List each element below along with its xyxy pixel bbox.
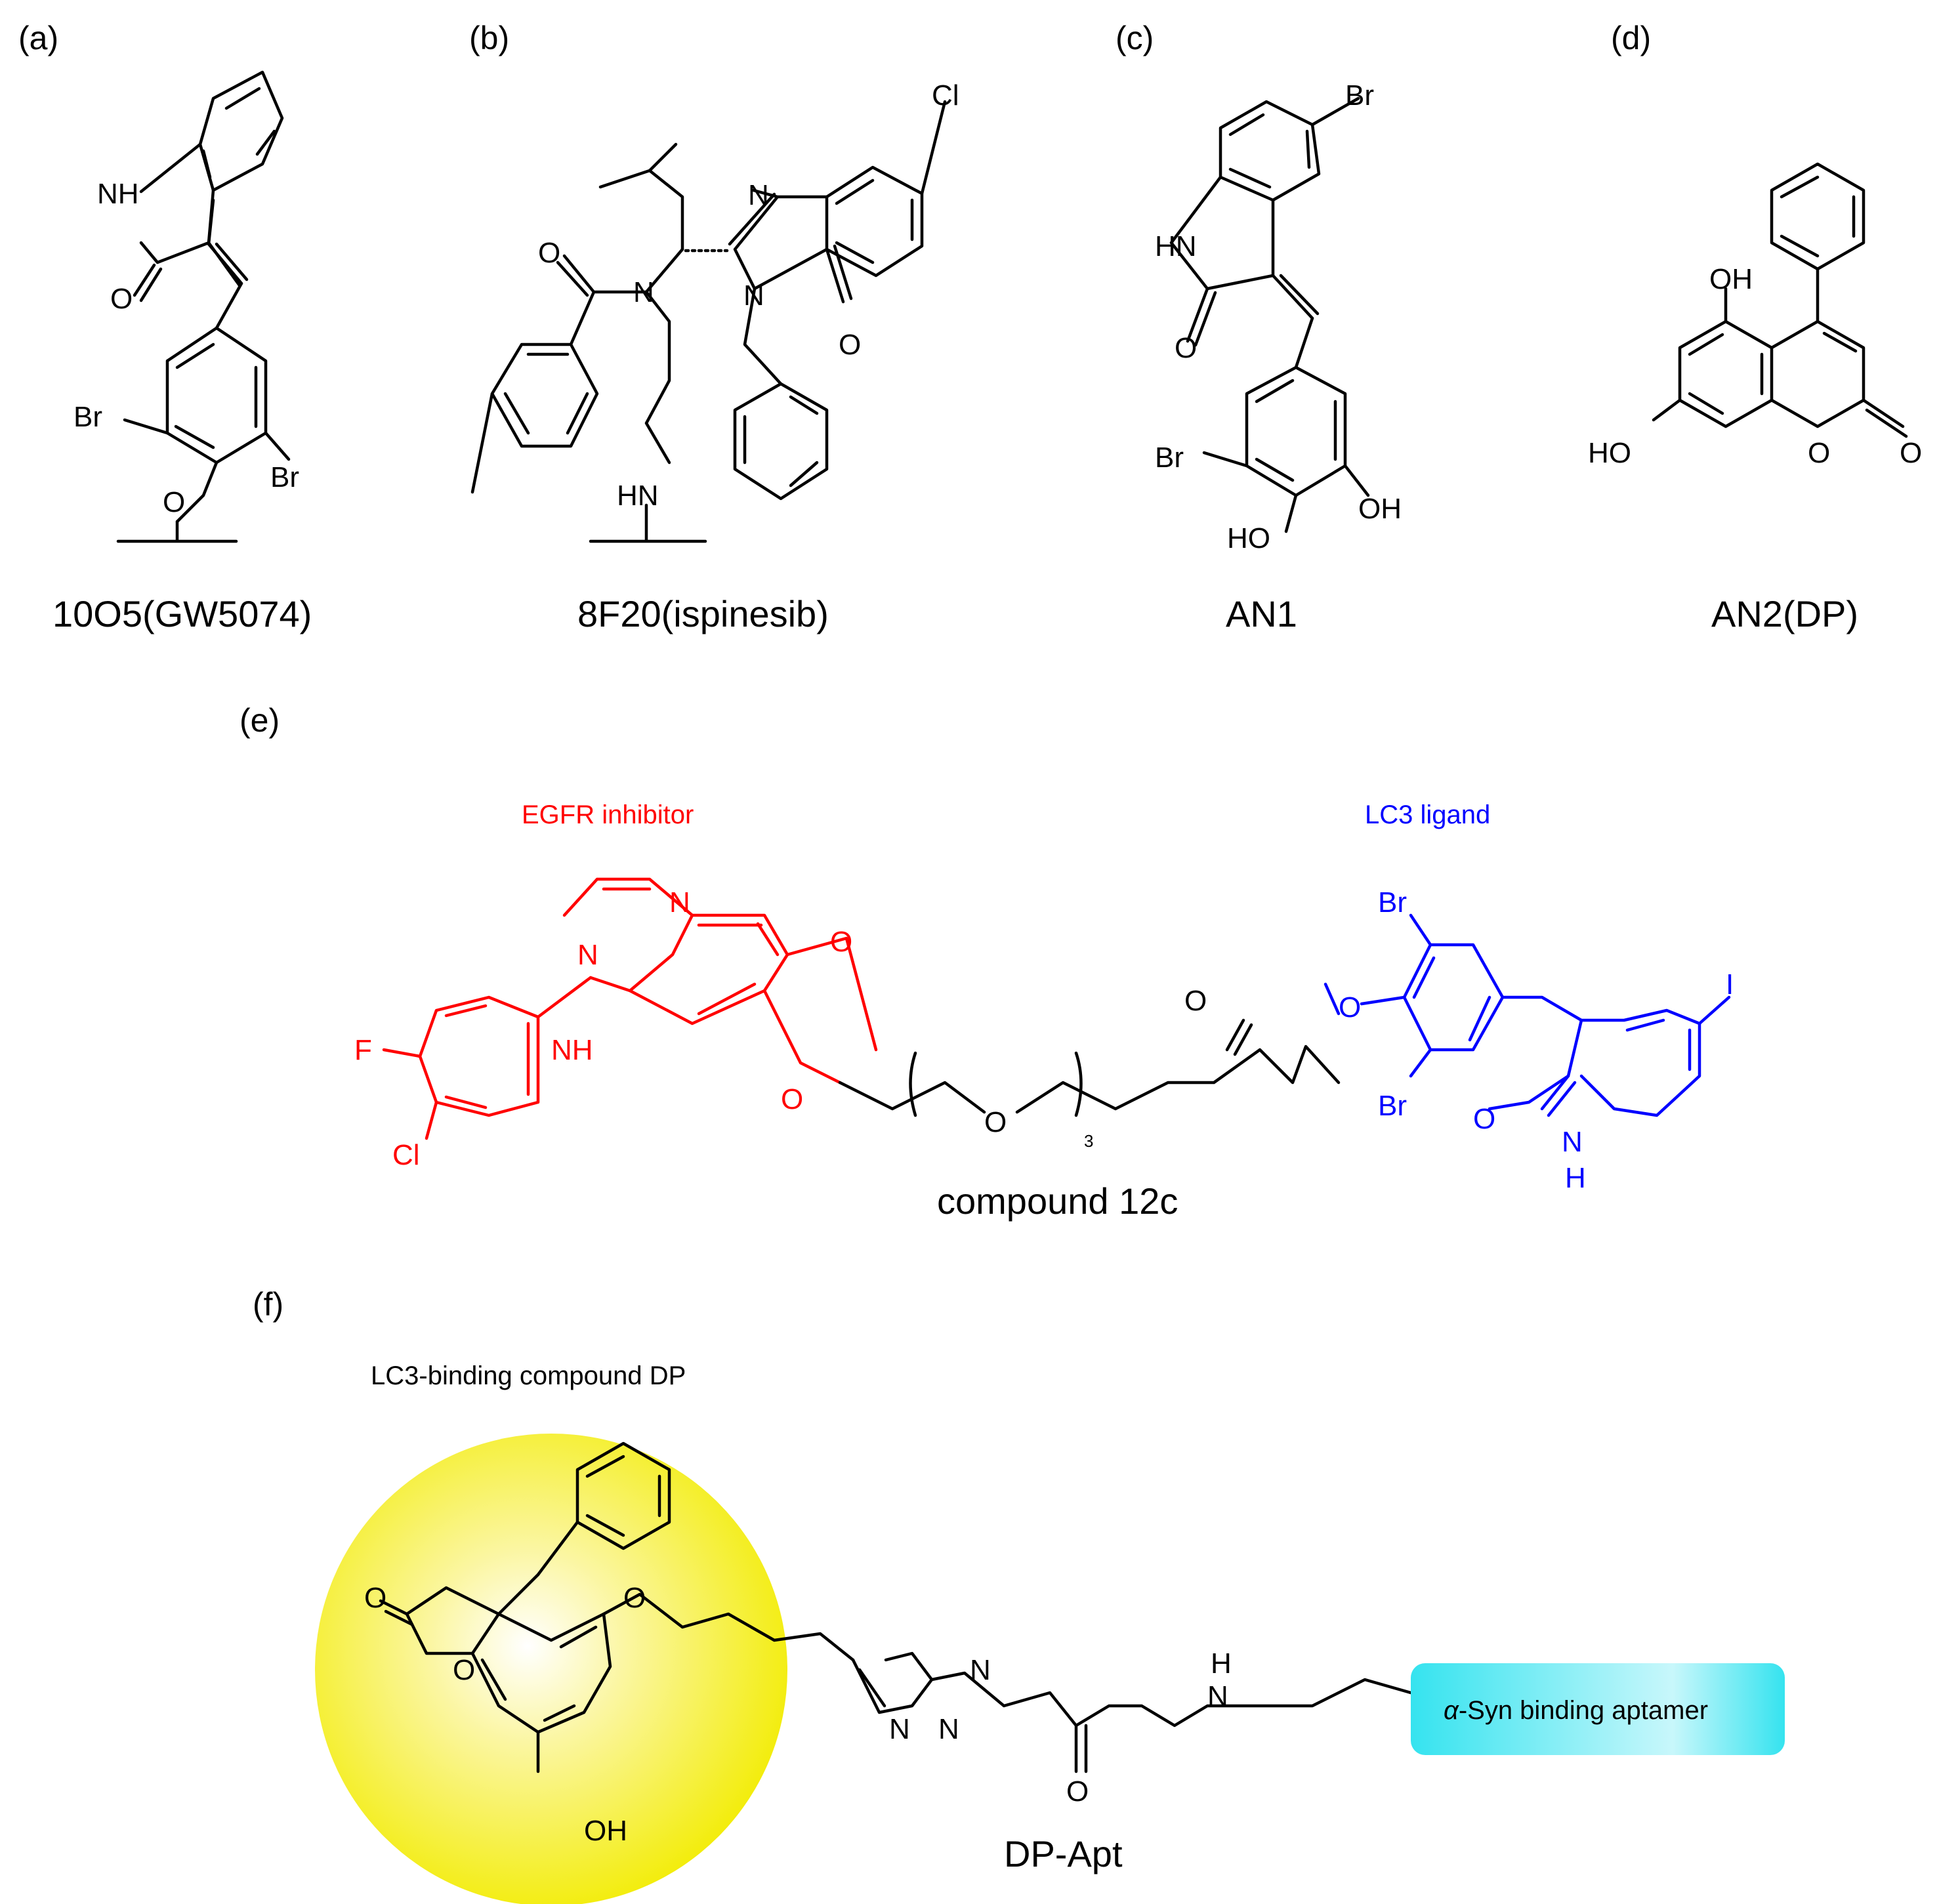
atom-o-ether: O — [163, 486, 185, 518]
dp-label: LC3-binding compound DP — [371, 1361, 686, 1390]
atom-o-lactam: O — [1473, 1103, 1495, 1135]
panel-d: (d) OH HO O O AN2(DP) — [1588, 20, 1922, 634]
panel-d-caption: AN2(DP) — [1711, 593, 1858, 634]
atom-nh-h: H — [1211, 1647, 1232, 1680]
panel-c-label: (c) — [1115, 20, 1154, 56]
atom-f: F — [354, 1034, 372, 1066]
panel-d-label: (d) — [1611, 20, 1651, 56]
panel-e-label: (e) — [240, 702, 280, 739]
atom-o-peg: O — [984, 1106, 1007, 1138]
panel-b-label: (b) — [469, 20, 509, 56]
atom-o-ring: O — [1808, 437, 1830, 469]
molecule-dp-apt: O O O OH N N N N H O — [364, 1441, 1413, 1847]
panel-f-label: (f) — [253, 1286, 283, 1323]
panel-e-caption: compound 12c — [937, 1180, 1178, 1222]
atom-o-carbonyl: O — [364, 1582, 386, 1614]
molecule-8f20: Cl N N O O N HN — [470, 79, 959, 543]
aptamer-text: α-Syn binding aptamer — [1444, 1696, 1708, 1725]
molecule-an2: OH HO O O — [1588, 162, 1922, 469]
lc3-fragment: O Br Br I O N H — [1324, 886, 1734, 1194]
atom-o: O — [110, 283, 133, 315]
atom-cl: Cl — [932, 79, 959, 112]
linker-fragment: O 3 O — [838, 985, 1341, 1151]
atom-n2: N — [889, 1713, 910, 1745]
dp-highlight-circle — [315, 1434, 787, 1904]
panel-f-caption: DP-Apt — [1004, 1833, 1123, 1874]
panel-a-caption: 10O5(GW5074) — [52, 593, 312, 634]
atom-nh: NH — [551, 1034, 593, 1066]
aptamer-box-bg — [1411, 1663, 1785, 1755]
atom-n-lactam: N — [1562, 1126, 1583, 1158]
molecule-an1: Br HN O Br OH HO — [1155, 79, 1402, 554]
aptamer-label: -Syn binding aptamer — [1459, 1696, 1708, 1725]
egfr-label: EGFR inhibitor — [522, 800, 694, 829]
panel-a-label: (a) — [18, 20, 58, 56]
molecule-10o5: NH O Br Br O — [73, 70, 299, 543]
atom-n2: N — [743, 279, 764, 312]
panel-e: (e) EGFR inhibitor LC3 ligand N N NH F C… — [240, 702, 1734, 1222]
panel-f: (f) LC3-binding compound DP O O O OH N N… — [253, 1286, 1785, 1904]
atom-n2: N — [577, 939, 598, 971]
panel-b: (b) Cl — [469, 20, 959, 634]
panel-c: (c) Br HN O Br OH HO AN1 — [1115, 20, 1402, 634]
atom-o-amide: O — [1066, 1775, 1089, 1808]
atom-ho: HO — [1227, 522, 1270, 554]
atom-ho: HO — [1588, 437, 1631, 469]
atom-br2: Br — [270, 461, 299, 493]
atom-cl: Cl — [392, 1139, 420, 1171]
atom-br1: Br — [1345, 79, 1374, 112]
atom-o-aryl: O — [1339, 991, 1361, 1024]
atom-n1: N — [970, 1654, 991, 1686]
panel-c-caption: AN1 — [1226, 593, 1297, 634]
atom-br1: Br — [1378, 886, 1407, 919]
atom-o-keto: O — [1184, 985, 1207, 1017]
atom-n1: N — [748, 179, 769, 211]
atom-hn: HN — [1155, 230, 1197, 262]
atom-o1: O — [538, 237, 560, 269]
atom-br1: Br — [73, 401, 102, 433]
atom-o-ether: O — [623, 1582, 646, 1614]
egfr-fragment: N N NH F Cl O O — [354, 877, 878, 1171]
atom-n3: N — [633, 276, 654, 308]
atom-o-link: O — [781, 1083, 803, 1115]
atom-o: O — [1175, 332, 1197, 364]
atom-nh: NH — [97, 178, 139, 210]
panel-b-caption: 8F20(ispinesib) — [577, 593, 829, 634]
atom-oh: OH — [584, 1815, 627, 1847]
atom-o-carbonyl: O — [1900, 437, 1922, 469]
atom-br2: Br — [1155, 442, 1184, 474]
aptamer-box: α-Syn binding aptamer — [1411, 1663, 1785, 1755]
atom-h-lactam: H — [1565, 1162, 1586, 1194]
alpha-symbol: α — [1444, 1696, 1459, 1725]
lc3-label: LC3 ligand — [1365, 800, 1490, 829]
atom-oh: OH — [1709, 263, 1753, 295]
atom-n1: N — [669, 886, 690, 919]
atom-hn: HN — [617, 480, 659, 512]
atom-br2: Br — [1378, 1090, 1407, 1122]
atom-n3: N — [938, 1713, 959, 1745]
atom-o-me: O — [830, 926, 852, 958]
atom-o2: O — [839, 329, 861, 361]
atom-i: I — [1726, 968, 1734, 1001]
atom-o-ring: O — [453, 1654, 475, 1686]
repeat-count: 3 — [1084, 1131, 1093, 1151]
atom-nh-n: N — [1207, 1680, 1228, 1712]
panel-a: (a) NH O Br Br O 10O5(GW5074) — [18, 20, 312, 634]
atom-oh: OH — [1358, 493, 1402, 525]
